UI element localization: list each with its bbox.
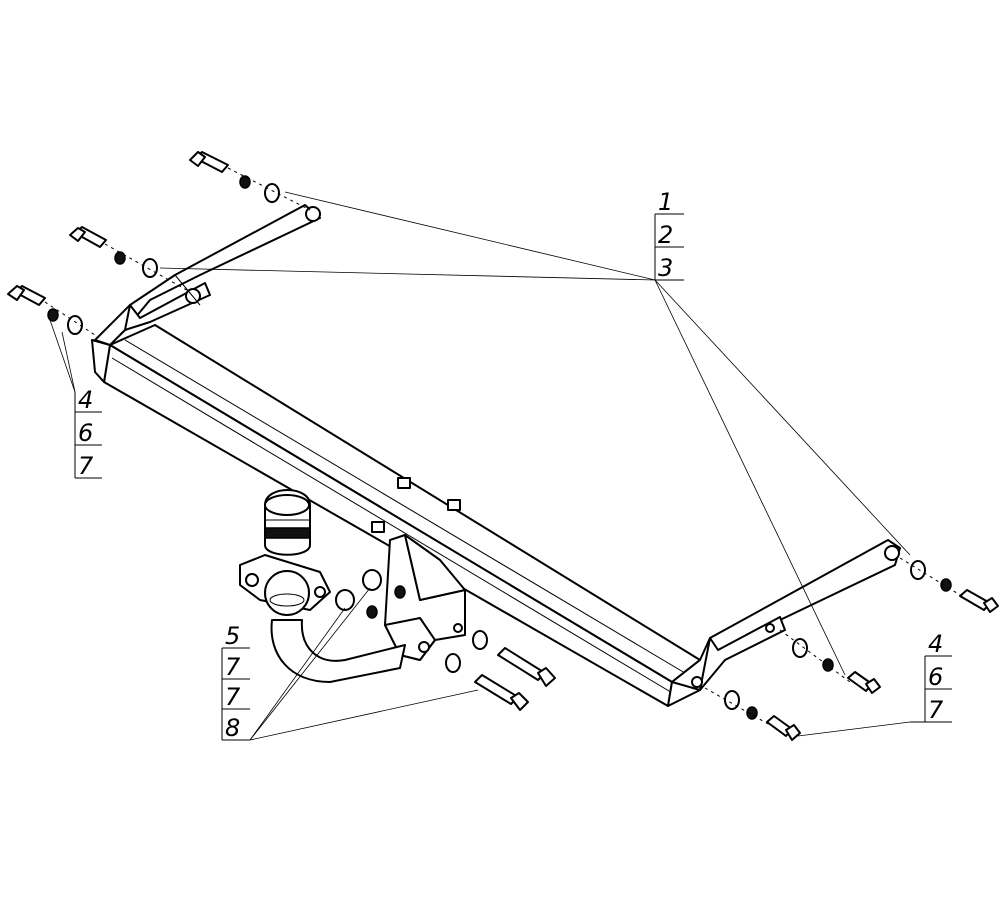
center-fasteners — [335, 569, 556, 711]
nut-right-top — [940, 578, 952, 592]
nut-left-lower — [47, 308, 59, 322]
washer-right-middle — [792, 638, 808, 658]
left-fasteners — [7, 151, 311, 336]
callout-label-6-left: 6 — [78, 419, 93, 447]
bolt-right-lower — [766, 715, 801, 741]
callout-4-6-7-right: 4 6 7 — [910, 630, 952, 724]
washer-left-middle — [142, 258, 158, 278]
callout-label-8: 8 — [225, 714, 240, 742]
callout-label-5: 5 — [225, 622, 240, 650]
nut-left-top — [239, 175, 251, 189]
bolt-center-a — [497, 647, 556, 687]
bolt-right-top — [959, 589, 999, 613]
right-side-bracket — [671, 539, 901, 691]
washer-right-lower — [724, 690, 740, 710]
washer-center-b — [445, 653, 461, 673]
bolt-left-top — [189, 151, 229, 173]
leader-lines — [49, 191, 911, 741]
nut-left-middle — [114, 251, 126, 265]
tow-ball-assembly — [239, 554, 406, 683]
callout-label-6-right: 6 — [928, 663, 943, 691]
washer-left-top — [264, 183, 280, 203]
ball-cap — [264, 489, 311, 556]
callout-label-4-right: 4 — [928, 630, 943, 658]
callout-label-4-left: 4 — [78, 386, 93, 414]
left-side-bracket — [94, 204, 321, 346]
callout-label-7a: 7 — [225, 653, 241, 681]
callout-label-2: 2 — [658, 221, 673, 249]
crossbar-beam — [91, 324, 701, 707]
bolt-center-b — [474, 674, 529, 711]
nut-right-middle — [822, 658, 834, 672]
callout-label-1: 1 — [658, 188, 673, 216]
callout-5-7-7-8: 5 7 7 8 — [221, 622, 250, 742]
nut-center-c — [366, 605, 378, 619]
washer-center-a — [472, 630, 488, 650]
bolt-left-middle — [69, 226, 107, 248]
callout-4-6-7-left: 4 6 7 — [74, 386, 102, 480]
washer-left-lower — [67, 315, 83, 335]
nut-center-b — [335, 589, 355, 611]
callout-label-7b: 7 — [225, 683, 241, 711]
callout-1-2-3: 1 2 3 — [654, 188, 684, 282]
right-fasteners — [704, 557, 999, 741]
callout-label-7-left: 7 — [78, 452, 94, 480]
nut-center-a — [362, 569, 382, 591]
callout-label-3: 3 — [658, 254, 673, 282]
bolt-right-middle — [847, 671, 881, 694]
washer-right-top — [910, 560, 926, 580]
nut-center-d — [394, 585, 406, 599]
bolt-left-lower — [7, 285, 46, 306]
callout-label-7-right: 7 — [928, 696, 944, 724]
